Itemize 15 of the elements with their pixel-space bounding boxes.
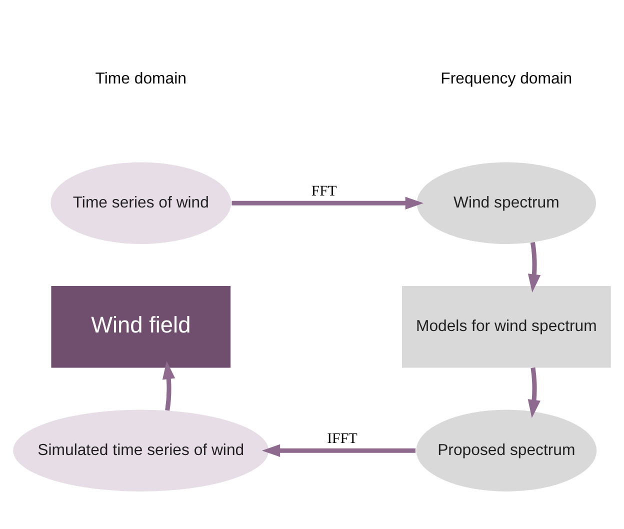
arrow bbox=[262, 444, 416, 456]
edge-label: FFT bbox=[311, 183, 337, 200]
node-ellipse: Wind spectrum bbox=[416, 162, 596, 244]
node-ellipse: Time series of wind bbox=[50, 162, 232, 244]
label: Time domain bbox=[95, 70, 186, 88]
node-box: Models for wind spectrum bbox=[402, 286, 611, 368]
node-ellipse: Proposed spectrum bbox=[416, 409, 597, 491]
node-box: Wind field bbox=[51, 286, 231, 368]
label: Frequency domain bbox=[440, 70, 572, 88]
arrow bbox=[528, 242, 541, 292]
edge-label: IFFT bbox=[327, 430, 358, 447]
node-ellipse: Simulated time series of wind bbox=[13, 409, 269, 491]
arrow bbox=[162, 360, 176, 410]
arrow bbox=[528, 366, 540, 418]
arrow bbox=[232, 196, 424, 210]
